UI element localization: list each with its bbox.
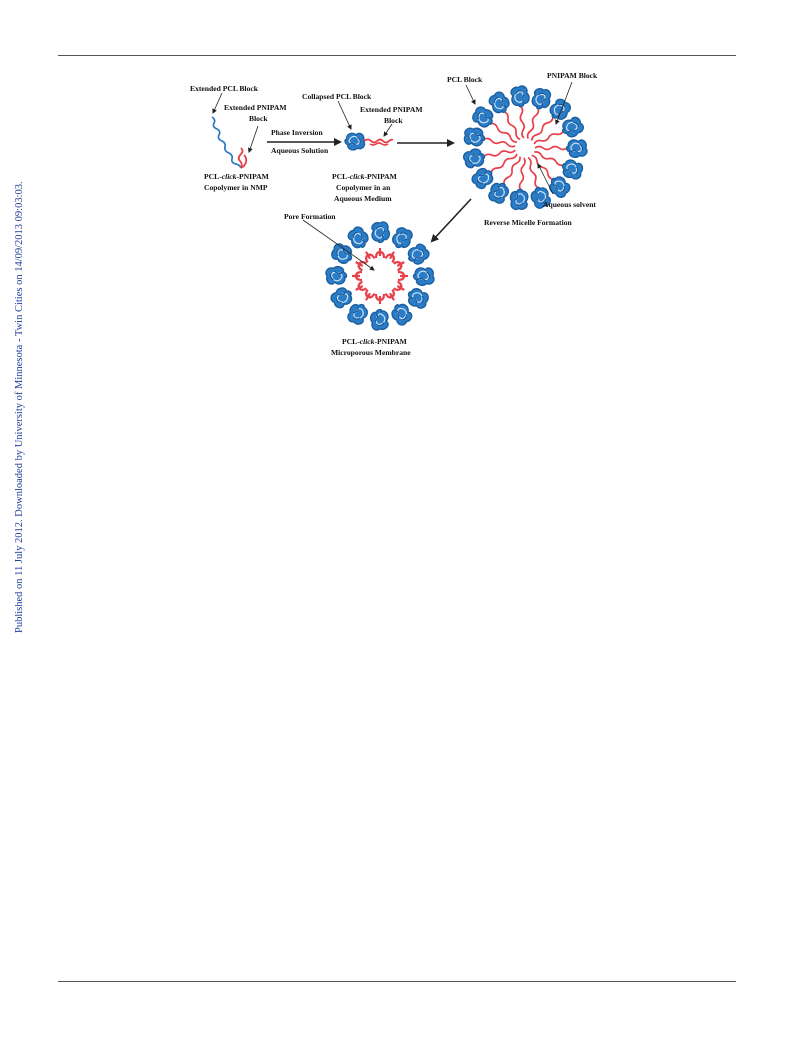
reverse-micelle [461, 84, 588, 212]
caption-nmp-line2: Copolymer in NMP [204, 183, 268, 192]
footer-rule [58, 981, 736, 982]
caption-aq-line1: PCL-click-PNIPAM [332, 172, 397, 181]
label-pcl-block: PCL Block [447, 75, 483, 84]
pointer-extended-pnipam [247, 125, 259, 153]
pointer-pnipam-block [555, 81, 573, 125]
pointer-extended-pcl [212, 92, 223, 114]
label-collapsed-pcl: Collapsed PCL Block [302, 92, 372, 101]
label-extended-pnipam-b1: Extended PNIPAM [360, 105, 423, 114]
label-extended-pcl: Extended PCL Block [190, 84, 259, 93]
collapsed-copolymer [344, 132, 394, 151]
pointer-aqueous-solvent [537, 163, 554, 195]
label-extended-pnipam-b2: Block [384, 116, 403, 125]
caption-membrane-line1: PCL-click-PNIPAM [342, 337, 407, 346]
label-phase-inversion: Phase Inversion [271, 128, 323, 137]
caption-membrane-line2: Microporous Membrane [331, 348, 411, 357]
caption-nmp-line1: PCL-click-PNIPAM [204, 172, 269, 181]
pointer-pore-formation [302, 219, 375, 271]
extended-copolymer [211, 116, 248, 169]
label-extended-pnipam-1: Extended PNIPAM [224, 103, 287, 112]
caption-aq-line2: Copolymer in an [336, 183, 391, 192]
caption-aq-line3: Aqueous Medium [334, 194, 392, 203]
microporous-membrane [325, 221, 435, 331]
arrow-to-membrane [430, 198, 472, 243]
pointer-extended-pnipam-b [383, 123, 393, 137]
label-aqueous-solution: Aqueous Solution [271, 146, 329, 155]
label-reverse-micelle: Reverse Micelle Formation [484, 218, 572, 227]
label-pore-formation: Pore Formation [284, 212, 336, 221]
label-aqueous-solvent: Aqueous solvent [543, 200, 596, 209]
pointer-collapsed-pcl [337, 100, 352, 130]
pointer-pcl-block [465, 84, 476, 105]
header-rule [58, 55, 736, 56]
label-pnipam-block: PNIPAM Block [547, 71, 598, 80]
label-extended-pnipam-2: Block [249, 114, 268, 123]
